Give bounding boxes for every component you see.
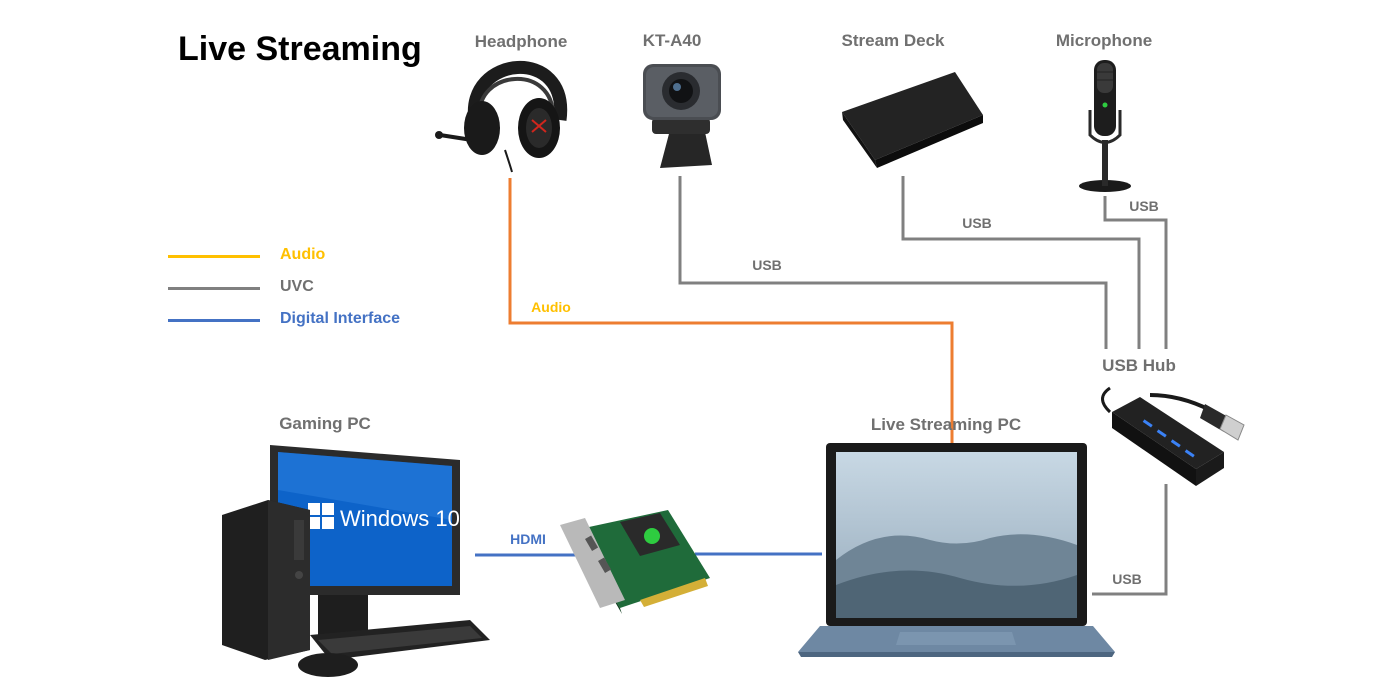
screen-brand-text: Windows 10	[340, 506, 460, 531]
gaming-pc-label: Gaming PC	[279, 414, 371, 433]
headphone-label: Headphone	[474, 32, 568, 51]
camera-image	[643, 64, 721, 168]
streaming-pc-label: Live Streaming PC	[870, 415, 1022, 434]
legend-label-audio: Audio	[280, 246, 326, 263]
diagram-title: Live Streaming	[178, 30, 422, 68]
legend-label-digital: Digital Interface	[280, 310, 401, 327]
streaming-laptop-image	[798, 443, 1115, 657]
microphone-usb-label: USB	[1129, 198, 1159, 214]
legend-swatch-digital	[168, 319, 260, 322]
microphone-image	[1079, 60, 1131, 192]
stream-deck-label: Stream Deck	[841, 31, 945, 50]
headphone-image	[435, 61, 568, 173]
capture-card-image	[560, 510, 710, 614]
stream-deck-usb-label: USB	[962, 215, 992, 231]
legend-swatch-audio	[168, 255, 260, 258]
camera-usb-wire	[678, 176, 1108, 349]
camera-usb-label: USB	[752, 257, 782, 273]
usb-hub-label: USB Hub	[1102, 356, 1176, 375]
audio-wire	[508, 178, 954, 445]
microphone-usb-wire	[1103, 196, 1168, 349]
microphone-label: Microphone	[1055, 31, 1153, 50]
hdmi-label: HDMI	[510, 531, 546, 547]
stream-deck-usb-wire	[901, 176, 1141, 349]
legend-label-uvc: UVC	[280, 278, 314, 295]
camera-label: KT-A40	[642, 31, 702, 50]
hub-usb-label: USB	[1112, 571, 1142, 587]
usb-hub-image	[1101, 386, 1245, 486]
stream-deck-image	[842, 72, 983, 168]
legend-swatch-uvc	[168, 287, 260, 290]
gaming-pc-image: Windows 10	[222, 445, 490, 677]
hub-to-pc-usb-wire	[1092, 484, 1168, 596]
audio-wire-label: Audio	[531, 299, 571, 315]
